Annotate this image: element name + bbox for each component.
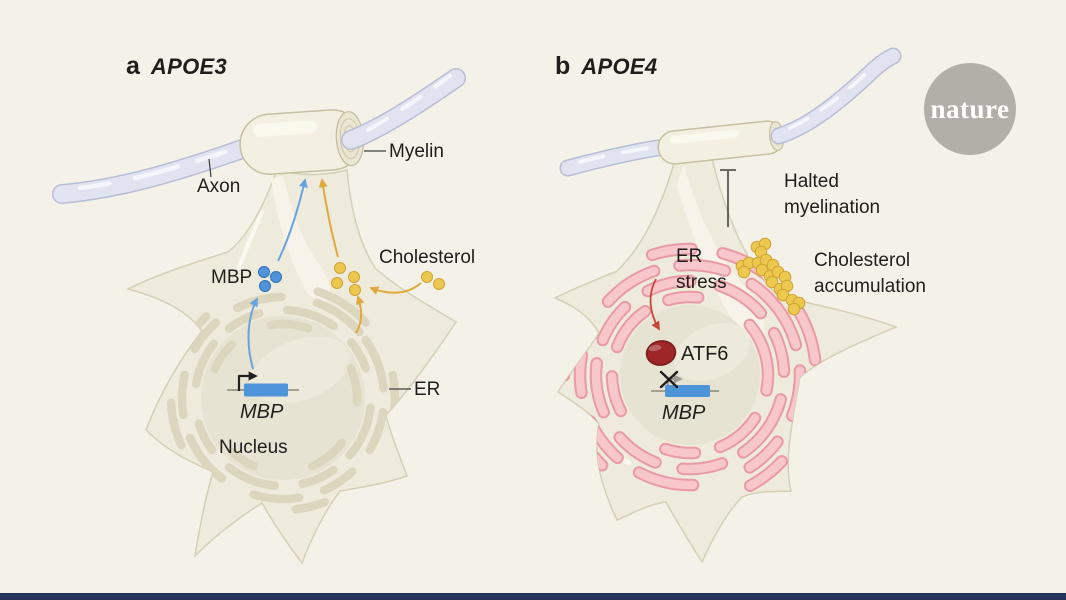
mbp-gene-diagram-a (227, 371, 299, 397)
er-stress-line2: stress (676, 272, 727, 293)
er-a (166, 281, 400, 515)
panel-a-letter: a (126, 52, 140, 80)
arrow-cholesterol-import (369, 282, 422, 295)
cholesterol-accumulation-line1: Cholesterol (814, 250, 911, 271)
panel-a-gene-variant: APOE3 (150, 54, 227, 79)
axon-b-right (770, 47, 902, 145)
oligodendrocyte-a (125, 169, 458, 565)
cholesterol-dots-a (331, 262, 445, 296)
nature-logo-text: nature (930, 93, 1010, 124)
arrow-mbp-transcription (247, 297, 258, 370)
axon-label: Axon (197, 176, 241, 197)
atf6-label: ATF6 (681, 343, 729, 365)
mbp-gene-label-a: MBP (240, 401, 284, 423)
halted-myelination-line1: Halted (784, 171, 839, 192)
arrow-cholesterol-to-myelin (318, 178, 339, 258)
cholesterol-accumulation-dots (735, 237, 806, 316)
footer-bar (0, 593, 1066, 600)
myelin-sheath-b (657, 120, 785, 165)
myelin-sheath-a (239, 109, 365, 175)
nature-logo: nature (924, 63, 1016, 155)
cholesterol-label: Cholesterol (379, 247, 476, 268)
atf6-protein (645, 340, 677, 366)
cytoplasm-highlight-a (271, 176, 331, 302)
myelin-label: Myelin (389, 141, 444, 162)
axon-leader-line (208, 158, 212, 178)
cholesterol-accumulation-label: Cholesterol accumulation (814, 248, 926, 300)
mbp-gene-box-a (244, 383, 288, 397)
oligodendrocyte-b (553, 157, 899, 564)
nucleus-label: Nucleus (219, 437, 288, 458)
mbp-protein-label: MBP (211, 267, 253, 288)
panel-b-gene-variant: APOE4 (581, 54, 658, 79)
er-label: ER (414, 379, 441, 400)
nucleus-highlight-b (674, 322, 750, 382)
arrow-er-stress-to-atf6 (649, 278, 660, 331)
mbp-protein-dots (258, 266, 282, 292)
blocked-transcription-x (659, 370, 679, 389)
halted-myelination-tbar (720, 169, 736, 227)
panel-b-title: b APOE4 (555, 52, 657, 81)
arrow-er-to-cholesterol (355, 295, 365, 334)
promoter-arrow-a (237, 371, 258, 391)
panel-b-letter: b (555, 52, 571, 80)
halted-myelination-line2: myelination (784, 197, 881, 218)
membrane-gloss-a (237, 210, 264, 269)
er-stress-line1: ER (676, 246, 703, 267)
arrow-mbp-to-myelin (277, 178, 308, 262)
mbp-gene-label-b: MBP (662, 402, 706, 424)
cholesterol-accumulation-line2: accumulation (814, 276, 926, 297)
mbp-gene-box-b (665, 385, 710, 397)
axon-a-right (341, 68, 466, 150)
halted-myelination-label: Halted myelination (784, 169, 880, 221)
panel-a-title: a APOE3 (126, 52, 227, 81)
mbp-gene-diagram-b (651, 370, 719, 397)
axon-b (559, 138, 673, 177)
er-stress-label: ER stress (676, 244, 727, 296)
